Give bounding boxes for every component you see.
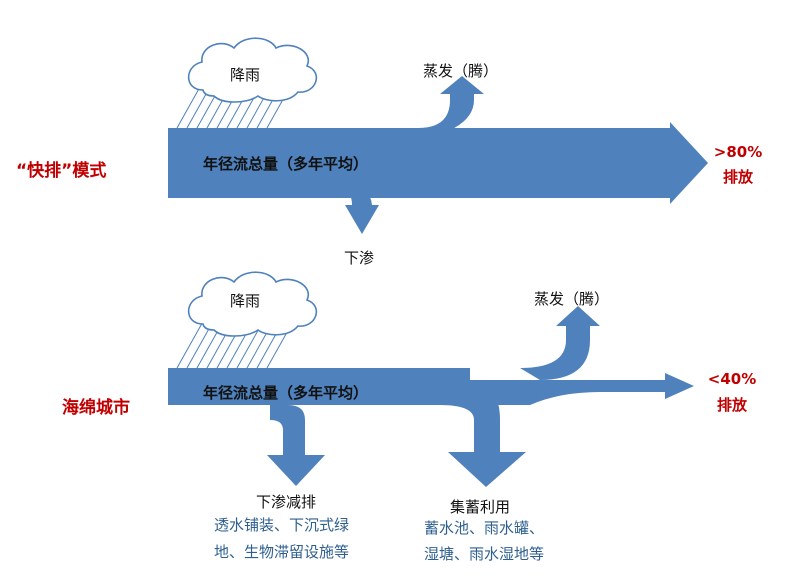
sponge-mode-rain-cloud-icon <box>187 271 318 337</box>
fast-mode-evaporation-arrow <box>418 76 484 140</box>
fast-mode-rain-label: 降雨 <box>230 66 261 84</box>
fast-mode-rain-cloud-icon <box>187 37 318 103</box>
fast-mode-infiltration-label: 下渗 <box>344 249 375 267</box>
fast-mode-evaporation-label: 蒸发（腾） <box>423 62 499 80</box>
sponge-mode-storage-arrow <box>440 380 526 487</box>
sponge-mode-label: 海绵城市 <box>62 398 130 418</box>
sponge-mode-evaporation-arrow <box>520 306 600 380</box>
sponge-mode-infiltration-note-line1: 透水铺装、下沉式绿 <box>214 516 350 534</box>
fast-mode-runoff-label: 年径流总量（多年平均） <box>203 155 369 173</box>
sponge-mode-evaporation-label: 蒸发（腾） <box>534 290 610 308</box>
sponge-mode-storage-note-line2: 湿塘、雨水湿地等 <box>424 545 545 563</box>
fast-mode-infiltration-arrow <box>340 182 379 234</box>
sponge-mode-runoff-arrow <box>168 368 694 405</box>
sponge-mode-infiltration-note-line2: 地、生物滞留设施等 <box>214 543 350 561</box>
sponge-mode-storage-title: 集蓄利用 <box>450 498 511 516</box>
sponge-mode-infiltration-arrow <box>267 405 325 486</box>
fast-mode-label: “快排”模式 <box>16 161 107 181</box>
fast-mode-discharge-percent: >80% <box>713 143 763 161</box>
sponge-mode-runoff-label: 年径流总量（多年平均） <box>203 384 369 402</box>
sponge-mode-infiltration-title: 下渗减排 <box>256 493 317 511</box>
sponge-mode-discharge-percent: <40% <box>707 370 757 388</box>
fast-mode-runoff-arrow <box>168 122 708 204</box>
fast-mode-discharge-label: 排放 <box>722 168 753 186</box>
sponge-mode-storage-note-line1: 蓄水池、雨水罐、 <box>424 519 545 537</box>
sponge-mode-rain-label: 降雨 <box>230 292 261 310</box>
sponge-mode-discharge-label: 排放 <box>716 396 747 414</box>
